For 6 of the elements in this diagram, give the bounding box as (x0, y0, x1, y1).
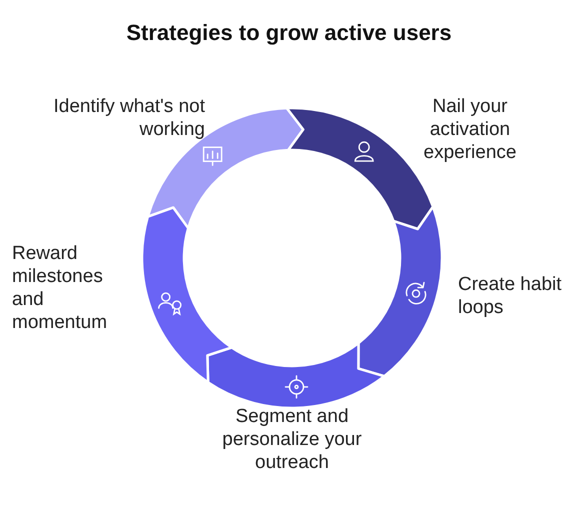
step-label: Reward milestones and momentum (12, 242, 108, 334)
title: Strategies to grow active users (125, 20, 453, 46)
step-label: Create habit loops (458, 273, 563, 319)
step-label: Identify what's not working (52, 95, 205, 141)
step-label: Nail your activation experience (422, 95, 518, 164)
step-label: Segment and personalize your outreach (221, 405, 363, 474)
